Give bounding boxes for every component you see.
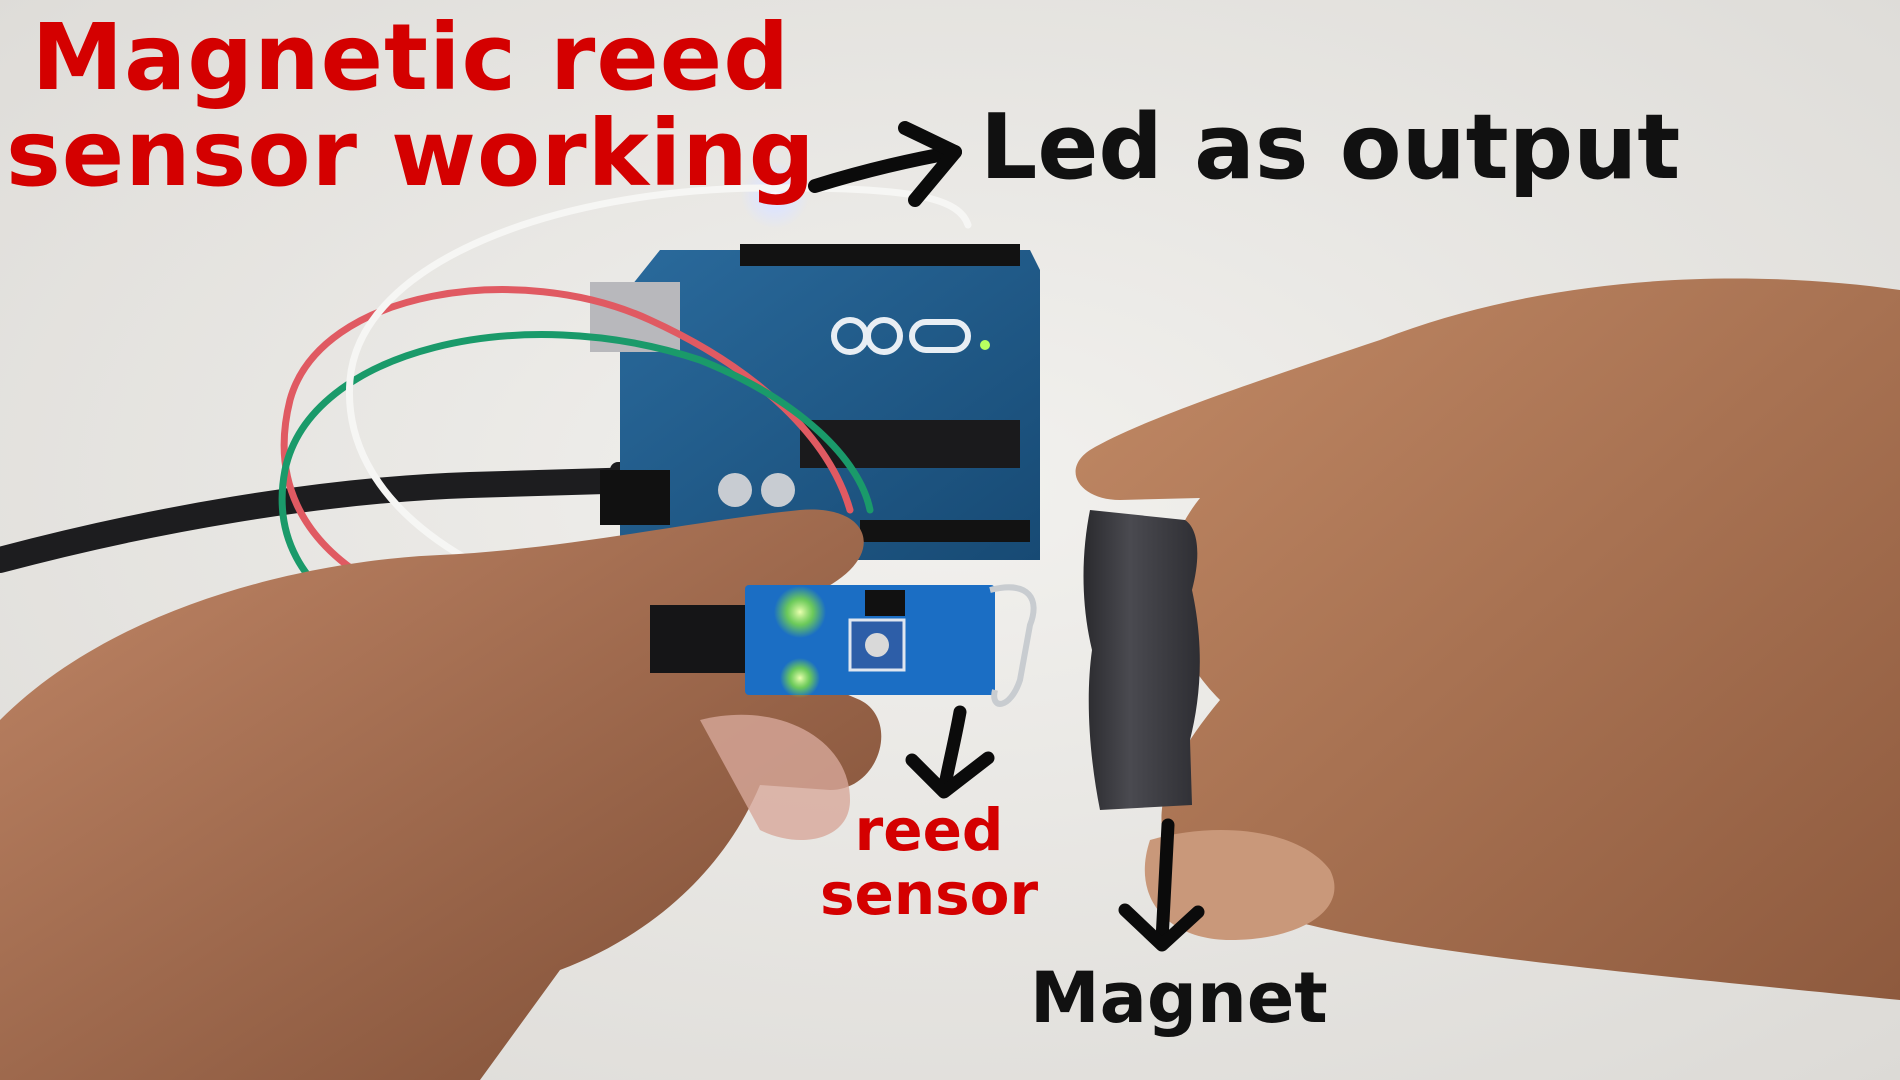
analog-header — [860, 520, 1030, 542]
magnet-label: Magnet — [1030, 957, 1328, 1039]
comparator-chip — [865, 590, 905, 616]
led-output-label: Led as output — [980, 95, 1681, 200]
arduino-logo — [831, 317, 971, 355]
status-led-glow — [774, 586, 826, 638]
arduino-board — [590, 244, 1040, 560]
power-jack — [600, 470, 670, 525]
reed-switch — [989, 584, 1037, 707]
title-line-1: Magnetic reed — [31, 4, 791, 111]
arrow-down-icon — [1118, 818, 1205, 952]
reed-sensor-label-line-2: sensor — [820, 860, 1039, 928]
reed-sensor-label-line-1: reed — [854, 796, 1004, 864]
capacitor — [761, 473, 795, 507]
arrow-right-icon — [808, 121, 962, 207]
digital-header — [740, 244, 1020, 266]
capacitor — [718, 473, 752, 507]
wire-white — [345, 184, 972, 624]
arrow-down-icon — [905, 705, 995, 799]
output-led-glow — [741, 161, 809, 229]
header-pins — [650, 605, 750, 673]
usb-cable — [0, 467, 653, 573]
reed-sensor-label: reed sensor — [820, 798, 1038, 926]
microcontroller-chip — [800, 420, 1020, 468]
title-label: Magnetic reed sensor working — [6, 10, 816, 202]
magnet — [1083, 510, 1200, 810]
power-led-glow — [780, 658, 820, 698]
title-line-2: sensor working — [6, 100, 816, 207]
power-led — [980, 340, 990, 350]
reed-sensor-module — [650, 584, 1037, 707]
